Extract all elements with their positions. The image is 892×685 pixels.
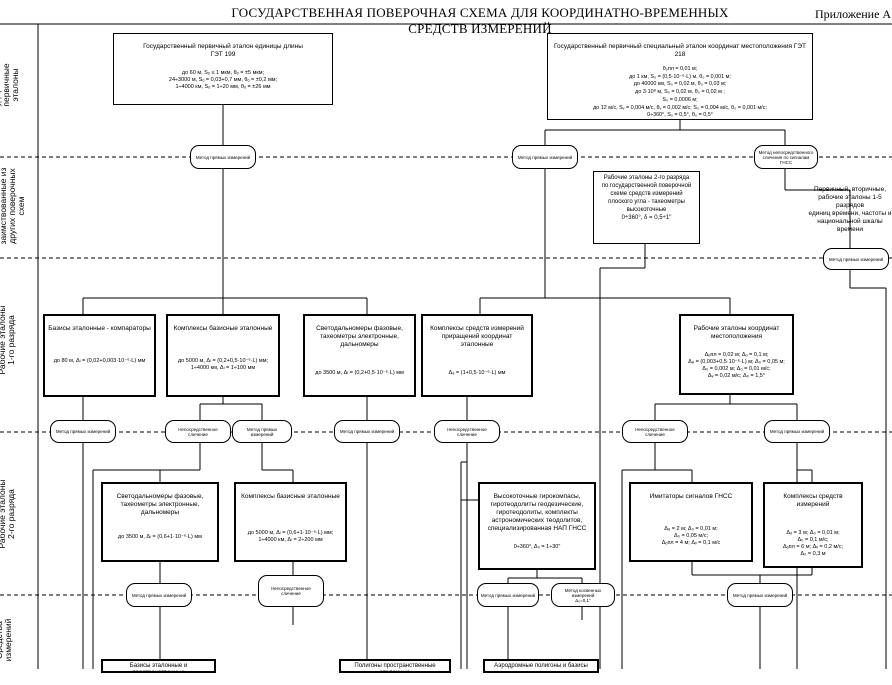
box-bases1-values: до 80 м, Δₗ = (0,02+0,003·10⁻⁶·L) мм xyxy=(53,358,146,364)
method-indirect-coordinc1: Непосредственное сличение xyxy=(434,420,500,443)
method-indirect-location1: Непосредственное сличение xyxy=(622,420,688,443)
box-location1-title: Рабочие эталоны координат местоположения xyxy=(693,325,780,340)
box-complexes2: Комплексы базисные эталонные до 5000 м, … xyxy=(234,482,347,562)
row-label-tier2: Рабочие эталоны 2-го разряда xyxy=(0,479,16,549)
method-direct-lightrange1: Метод прямых измерений xyxy=(334,420,400,443)
page-title: ГОСУДАРСТВЕННАЯ ПОВЕРОЧНАЯ СХЕМА ДЛЯ КОО… xyxy=(231,5,729,36)
method-direct-1: Метод прямых измерений xyxy=(190,145,256,169)
box-complexes1-values: до 5000 м, Δₗ = (0,2+0,5·10⁻⁶·L) мм; 1÷4… xyxy=(177,358,269,371)
box-lightrange1-title: Светодальномеры фазовые, тахеометры элек… xyxy=(316,325,403,348)
box-meascomplex2-values: Δₒ = 3 м; Δ₀ = 0,01 м; Δ₀ = 0,1 м/с; Δₒп… xyxy=(782,530,844,557)
appendix-label: Приложение А xyxy=(815,7,892,21)
method-direct-gnss2: Метод прямых измерений xyxy=(727,583,793,607)
box-lightrange2-values: до 3500 м, Δₗ = (0,6+1·10⁻⁶·L) мм xyxy=(118,534,202,540)
method-direct-2: Метод прямых измерений xyxy=(512,145,578,169)
method-direct-location1: Метод прямых измерений xyxy=(764,420,830,443)
box-meascomplex2: Комплексы средств измерений Δₒ = 3 м; Δ₀… xyxy=(763,482,863,568)
row-label-state-primary: Государственные первичные эталоны xyxy=(0,50,20,120)
box-get199-title: Государственный первичный эталон единицы… xyxy=(143,43,303,58)
box-bottom1: Базисы эталонные и пространственные xyxy=(101,659,216,673)
box-coordinc1: Комплексы средств измерений приращений к… xyxy=(421,314,533,397)
method-direct-complexes1: Метод прямых измерений xyxy=(232,420,292,443)
box-bottom3: Аэродромные полигоны и базисы xyxy=(483,659,599,673)
box-get199-values: до 60 м, Sₒ ≤ 1 мкм, θₒ = ±5 мкм; 24÷300… xyxy=(168,70,278,90)
box-gyro2: Высокоточные гирокомпасы, гиротеодолиты … xyxy=(478,482,596,570)
box-complexes2-values: до 5000 м, Δₗ = (0,6+1·10⁻⁶·L) мм; 1÷400… xyxy=(247,530,334,543)
box-location1-values: Δₒпл = 0,02 м; Δₒ = 0,1 м; Δ₈ = (0,003+0… xyxy=(688,352,785,379)
box-get218-title: Государственный первичный специальный эт… xyxy=(553,43,807,58)
time-standards-text: Первичный, вторичные, рабочие эталоны 1-… xyxy=(808,186,892,233)
box-gnsssim2: Имитаторы сигналов ГНСС Δ₈ = 2 м; Δ₀ = 0… xyxy=(629,482,753,562)
diagram-lines xyxy=(0,23,892,669)
box-coordinc1-values: Δ₈ = (1+0,5·10⁻⁶·L) мм xyxy=(448,370,506,376)
box-lightrange1-values: до 3500 м, Δₗ = (0,2+0,5·10⁻⁶·L) мм xyxy=(315,370,404,376)
row-label-tier1: Рабочие эталоны 1-го разряда xyxy=(0,305,16,375)
box-bottom2: Полигоны пространственные эталонные xyxy=(339,659,451,673)
method-indirect-complexes1: Непосредственное сличение xyxy=(165,420,231,443)
box-location1: Рабочие эталоны координат местоположения… xyxy=(679,314,794,395)
method-direct-lightrange2: Метод прямых измерений xyxy=(126,583,192,607)
box-lightrange2: Светодальномеры фазовые, тахеометры элек… xyxy=(101,482,219,562)
method-direct-bases1: Метод прямых измерений xyxy=(50,420,116,443)
box-gyro2-values: 0÷360°, Δ₀ = 1÷30" xyxy=(513,544,561,550)
box-gnsssim2-title: Имитаторы сигналов ГНСС xyxy=(649,493,733,500)
method-indirect-gnss: Метод непосредственного сличения по сигн… xyxy=(754,145,818,169)
box-lightrange1: Светодальномеры фазовые, тахеометры элек… xyxy=(303,314,416,397)
method-direct-time: Метод прямых измерений xyxy=(823,248,889,270)
box-meascomplex2-title: Комплексы средств измерений xyxy=(783,493,843,508)
method-indirect-complexes2: Непосредственное сличение xyxy=(258,575,324,607)
box-bases1: Базисы эталонные - компараторы до 80 м, … xyxy=(43,314,156,397)
box-tier2-angle: Рабочие эталоны 2-го разряда по государс… xyxy=(593,171,700,244)
box-gnsssim2-values: Δ₈ = 2 м; Δ₀ = 0,01 м; Δ₀ = 0,05 м/с; Δₒ… xyxy=(661,526,721,546)
box-complexes2-title: Комплексы базисные эталонные xyxy=(241,493,340,500)
box-get218-values: θₒпл = 0,01 м; до 1 км, S₀ = (0,5·10⁻⁶·L… xyxy=(593,66,767,119)
box-complexes1: Комплексы базисные эталонные до 5000 м, … xyxy=(166,314,280,397)
box-bases1-title: Базисы эталонные - компараторы xyxy=(48,325,151,332)
box-get218: Государственный первичный специальный эт… xyxy=(547,33,813,120)
box-lightrange2-title: Светодальномеры фазовые, тахеометры элек… xyxy=(116,493,204,516)
box-gyro2-title: Высокоточные гирокомпасы, гиротеодолиты … xyxy=(487,493,587,532)
row-label-instruments: Средства измерений xyxy=(0,618,13,662)
row-label-borrowed: Эталоны, заимствованные из других поверо… xyxy=(0,167,26,245)
box-get199: Государственный первичный эталон единицы… xyxy=(113,33,333,105)
box-coordinc1-title: Комплексы средств измерений приращений к… xyxy=(430,325,524,348)
method-direct-gyro2: Метод прямых измерений xyxy=(477,583,539,607)
box-complexes1-title: Комплексы базисные эталонные xyxy=(173,325,273,332)
method-cosine-gyro2: Метод косвенных измерений Δ₀=0,1° xyxy=(551,583,615,607)
